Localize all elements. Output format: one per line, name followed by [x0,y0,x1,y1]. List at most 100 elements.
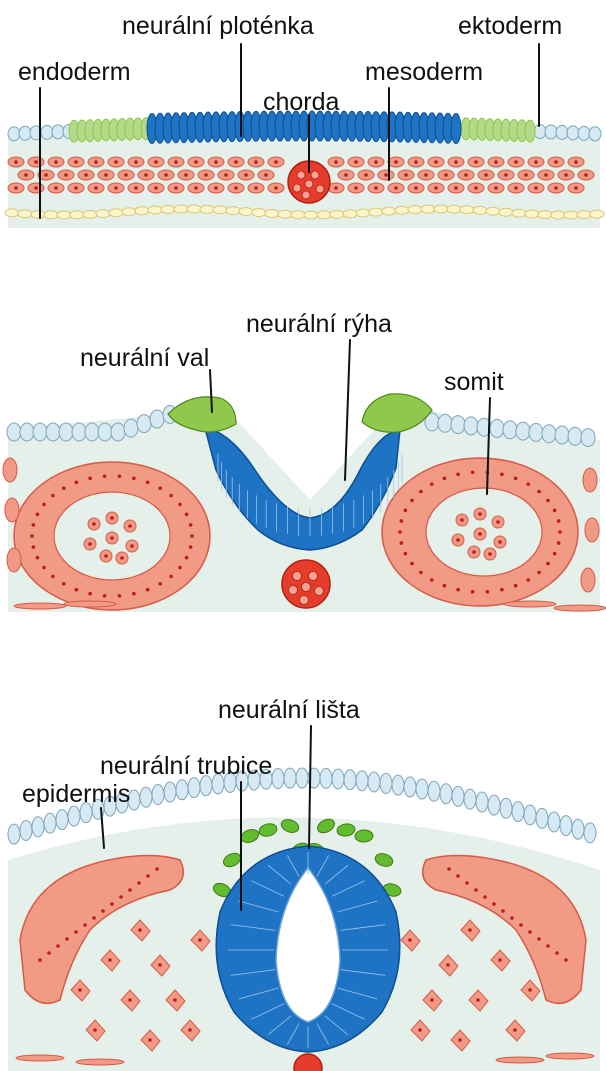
nucleus [83,923,87,927]
epidermis-cell [344,770,356,790]
nucleus [414,160,418,164]
nucleus [132,476,136,480]
nucleus [84,173,88,177]
endoderm-cell [265,209,279,217]
ectoderm-cell [137,415,151,433]
nucleus [486,590,490,594]
nucleus [419,490,423,494]
nucleus [110,516,114,520]
nucleus [54,186,58,190]
nucleus [119,895,123,899]
nucleus [74,186,78,190]
nucleus [189,523,193,527]
endoderm-cell [499,208,513,216]
endoderm-cell [551,211,565,219]
flat-cell [14,603,66,609]
nucleus [132,592,136,596]
nucleus [164,173,168,177]
nucleus [501,909,505,913]
endoderm-cell [187,205,201,213]
endoderm-cell [18,210,32,218]
chorda-cell [315,587,324,596]
nucleus [114,186,118,190]
nucleus [104,173,108,177]
nucleus [62,582,66,586]
ectoderm-cell [542,425,556,443]
endoderm-cell [239,208,253,216]
epidermis-cell [176,780,188,800]
nucleus [169,575,173,579]
nucleus [264,173,268,177]
nucleus [34,160,38,164]
nucleus [144,173,148,177]
nucleus [34,186,38,190]
endoderm-cell [369,208,383,216]
nucleus [138,928,142,932]
chorda-cell [293,572,302,581]
ectoderm-cell [19,126,31,140]
nucleus [474,186,478,190]
nucleus [444,173,448,177]
ectoderm-cell [98,423,112,441]
nucleus [154,160,158,164]
nucleus [32,545,36,549]
endoderm-cell [460,206,474,214]
nucleus [456,538,460,542]
ectoderm-cell [534,124,546,138]
nucleus [137,881,141,885]
nucleus [498,958,502,962]
nucleus [190,534,194,538]
epidermis-cell [44,813,56,833]
ectoderm-cell [589,127,601,141]
nucleus [483,895,487,899]
ectoderm-cell [33,423,47,441]
ectoderm-cell [52,125,64,139]
nucleus [146,588,150,592]
nucleus [204,173,208,177]
nucleus [514,584,518,588]
nucleus [514,186,518,190]
nucleus [148,1038,152,1042]
epidermis-cell [536,808,548,828]
endoderm-cell [356,209,370,217]
nucleus [498,540,502,544]
endoderm-cell [161,205,175,213]
ectoderm-cell [59,423,73,441]
nucleus [554,160,558,164]
label-endoderm: endoderm [18,60,131,85]
nucleus [94,160,98,164]
nucleus [42,503,46,507]
nucleus [492,902,496,906]
nucleus [155,867,159,871]
ectoderm-cell [46,423,60,441]
endoderm-cell [538,211,552,219]
chorda-cell [311,171,319,179]
nucleus [94,186,98,190]
epidermis-cell [476,792,488,812]
nucleus [334,160,338,164]
nucleus [513,1028,517,1032]
nucleus [65,937,69,941]
nucleus [476,998,480,1002]
nucleus [234,160,238,164]
nucleus [394,160,398,164]
nucleus [528,930,532,934]
nucleus [130,544,134,548]
nucleus [557,519,561,523]
epidermis-cell [584,823,596,843]
nucleus [500,588,504,592]
endoderm-cell [590,210,604,218]
nucleus [546,944,550,948]
epidermis-cell [464,789,476,809]
nucleus [78,988,82,992]
label-neural-plate: neurální ploténka [122,14,314,39]
label-mesoderm: mesoderm [365,60,483,85]
nucleus [414,186,418,190]
nucleus [334,186,338,190]
ectoderm-cell [41,125,53,139]
nucleus [447,867,451,871]
endoderm-cell [70,211,84,219]
nucleus [484,173,488,177]
nucleus [274,160,278,164]
nucleus [108,958,112,962]
